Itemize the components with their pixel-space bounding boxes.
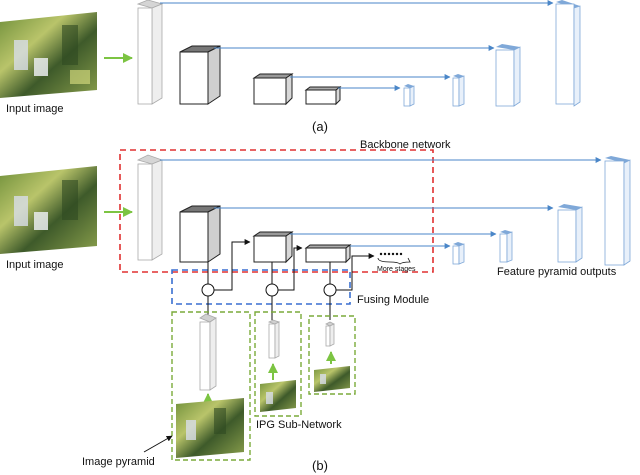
image-pyramid-label: Image pyramid bbox=[82, 456, 155, 468]
encoder-block-2 bbox=[179, 45, 221, 105]
decoder-slab-4 bbox=[604, 156, 631, 266]
ipg-box-2 bbox=[254, 311, 302, 417]
decoder-slab-2 bbox=[452, 74, 465, 107]
encoder-block-3 bbox=[252, 231, 294, 264]
encoder-block-4 bbox=[304, 244, 352, 264]
encoder-block-1 bbox=[136, 154, 164, 261]
more-stages-label: More stages bbox=[377, 266, 416, 273]
caption-b: (b) bbox=[312, 458, 328, 473]
input-image-label: Input image bbox=[6, 103, 63, 115]
fusion-node-2 bbox=[265, 256, 295, 320]
fusing-module-label: Fusing Module bbox=[357, 294, 429, 306]
pyramid-image-2 bbox=[260, 380, 296, 412]
feature-pyramid-outputs-label: Feature pyramid outputs bbox=[497, 266, 617, 278]
decoder-slab-2 bbox=[499, 230, 513, 263]
fusing-module-box bbox=[171, 269, 351, 305]
encoder-block-3 bbox=[252, 73, 294, 106]
backbone-box bbox=[119, 149, 434, 273]
pyramid-image-1 bbox=[176, 398, 244, 458]
fusion-node-1 bbox=[201, 256, 233, 316]
caption-a: (a) bbox=[312, 119, 328, 134]
ipg-box-3 bbox=[308, 315, 356, 395]
input-image-label: Input image bbox=[6, 259, 63, 271]
panel-b: Backbone network Input image bbox=[0, 139, 631, 473]
encoder-block-4 bbox=[304, 86, 342, 106]
input-image-b bbox=[0, 166, 97, 254]
more-stages-indicator bbox=[377, 252, 411, 265]
backbone-label: Backbone network bbox=[360, 139, 451, 151]
ipg-slab-2 bbox=[267, 319, 281, 359]
panel-a: Input image bbox=[0, 0, 581, 134]
decoder-slab-3 bbox=[557, 204, 583, 263]
ipg-slab-3 bbox=[325, 321, 335, 347]
decoder-slab-3 bbox=[495, 44, 521, 107]
input-image-a bbox=[0, 12, 97, 98]
ipg-subnetwork-label: IPG Sub-Network bbox=[256, 419, 342, 431]
pyramid-image-3 bbox=[314, 366, 350, 392]
encoder-block-1 bbox=[136, 0, 164, 105]
decoder-slab-1 bbox=[403, 84, 415, 107]
stage-connector bbox=[293, 245, 303, 256]
pointer-arrow bbox=[143, 435, 173, 453]
fusion-node-3 bbox=[323, 258, 353, 320]
ipg-slab-1 bbox=[199, 313, 217, 391]
stage-connector bbox=[351, 253, 375, 259]
ipg-box-1 bbox=[171, 311, 251, 461]
decoder-slab-1 bbox=[452, 242, 465, 265]
decoder-slab-4 bbox=[555, 0, 581, 107]
stage-connector bbox=[231, 239, 251, 256]
encoder-block-2 bbox=[179, 205, 221, 263]
